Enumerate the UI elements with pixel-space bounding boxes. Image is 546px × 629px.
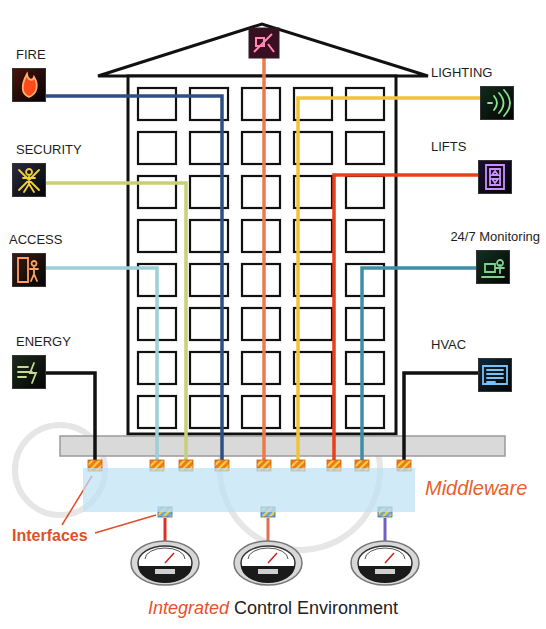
middleware-band: Middleware [83,468,415,512]
caption-space [229,598,234,618]
system-label: LIGHTING [431,65,492,80]
system-wire [362,268,476,468]
system-icon: 24/7 Monitoring [476,250,510,284]
window [346,176,384,208]
system-wire [46,183,186,468]
system-icon: LIGHTING [480,86,514,120]
window [138,88,176,120]
system-label: ACCESS [9,232,62,247]
window [242,220,280,252]
band-label: Middleware [425,477,527,500]
callout-label: Interfaces [12,527,88,545]
meter-case [234,541,302,585]
system-wire [404,373,478,468]
roof-icon [249,28,279,58]
caption-word: Control [234,598,292,618]
roof-icon-glyph [254,34,274,52]
caption: Integrated Control Environment [0,598,546,619]
system-icon: ENERGY [12,355,46,389]
icon-glyph [480,86,514,120]
icon-glyph-path [483,366,507,384]
meter-counter [155,569,175,574]
meter-wire [164,518,167,542]
window [242,132,280,164]
meter-needle [268,553,277,563]
system-icon: ACCESS [12,253,46,287]
utility-meter [131,541,199,585]
meter-needle [165,553,174,563]
meter-base [358,566,412,583]
window [346,352,384,384]
window [346,88,384,120]
icon-glyph-path [18,258,38,282]
utility-meters [131,541,419,585]
icon-glyph-path [18,363,36,383]
meter-counter [375,569,395,574]
icon-glyph-path [19,169,39,192]
system-icon: LIFTS [478,160,512,194]
meter-needle [385,553,394,563]
icon-glyph-path [482,260,504,277]
system-icon: SECURITY [12,163,46,197]
window [242,88,280,120]
meter-wires [165,518,385,542]
icon-glyph-path [488,90,510,116]
window [138,132,176,164]
meter-dial [145,548,185,559]
meter-wire [384,518,387,542]
icon-glyph [12,355,46,389]
icon-glyph [478,160,512,194]
window [346,396,384,428]
icon-glyph [478,358,512,392]
system-icon: FIRE [12,68,46,102]
utility-meter [234,541,302,585]
window [346,132,384,164]
meter-base [241,566,295,583]
caption-word: Environment [297,598,398,618]
ground-bar [60,436,505,456]
icon-glyph [476,250,510,284]
utility-meter [351,541,419,585]
window [346,308,384,340]
window [242,264,280,296]
system-label: 24/7 Monitoring [450,229,540,244]
system-wire [46,373,95,468]
meter-dial [248,548,288,559]
system-label: ENERGY [16,334,71,349]
system-icon: HVAC [478,358,512,392]
window [138,220,176,252]
system-label: LIFTS [431,139,466,154]
icon-glyph-path [23,74,37,97]
meter-case [131,541,199,585]
caption-word: Integrated [148,598,229,618]
window [346,220,384,252]
icon-glyph-path [486,165,504,189]
system-wire [298,98,480,468]
window-grid [138,88,384,428]
window [242,176,280,208]
icon-glyph [12,163,46,197]
system-label: SECURITY [16,142,82,157]
icon-glyph [12,253,46,287]
system-wire [46,268,157,468]
meter-dial [365,548,405,559]
building-body [128,76,396,434]
caption-space [292,598,297,618]
leader-line [95,515,156,533]
meter-counter [258,569,278,574]
window [242,352,280,384]
meter-case [351,541,419,585]
icon-glyph [12,68,46,102]
meter-base [138,566,192,583]
window [242,396,280,428]
window [242,308,280,340]
system-wire [334,175,478,468]
window [138,176,176,208]
meter-wire [267,518,270,542]
system-label: FIRE [16,47,46,62]
roof-wire [262,58,266,462]
system-label: HVAC [431,337,466,352]
